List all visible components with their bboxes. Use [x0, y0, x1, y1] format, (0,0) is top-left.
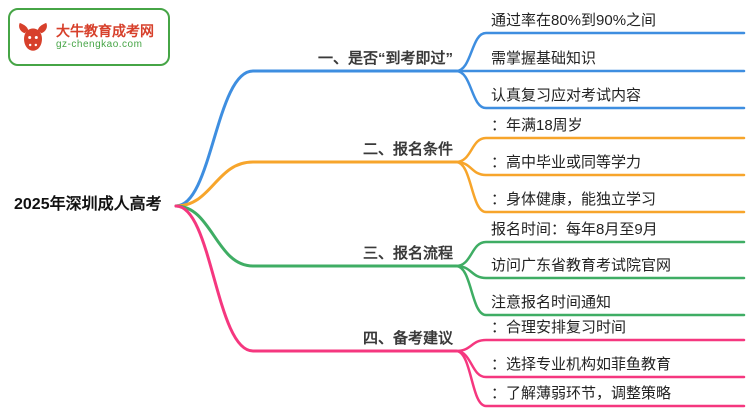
leaf-3-3-connector [454, 264, 746, 317]
leaf-2-2-label: ：高中毕业或同等学力 [491, 154, 642, 171]
leaf-4-1-connector [454, 338, 746, 353]
leaf-3-3-label: 注意报名时间通知 [491, 294, 612, 311]
leaf-3-2-label: 访问广东省教育考试院官网 [491, 257, 672, 274]
leaf-1-3-connector [454, 69, 746, 110]
leaf-2-3-connector [454, 160, 746, 214]
leaf-4-3-connector [454, 349, 746, 408]
bull-logo-icon [19, 22, 47, 51]
leaf-2-1-label: ：年满18周岁 [491, 117, 583, 134]
logo-title: 大牛教育成考网 [56, 23, 154, 40]
logo-domain: gz-chengkao.com [56, 39, 143, 51]
root-node: 2025年深圳成人高考 [14, 196, 162, 213]
logo-box: 大牛教育成考网 gz-chengkao.com [8, 8, 170, 66]
leaf-1-2-label: 需掌握基础知识 [491, 50, 597, 67]
leaf-4-2-label: ：选择专业机构如菲鱼教育 [491, 356, 672, 373]
leaf-4-3-label: ：了解薄弱环节，调整策略 [491, 385, 672, 402]
branch-3-label: 三、报名流程 [362, 245, 453, 262]
branch-1-label: 一、是否“到考即过” [317, 50, 453, 67]
branch-2-connector [174, 160, 458, 208]
branch-4-connector [174, 204, 458, 353]
leaf-2-3-label: ：身体健康，能独立学习 [491, 191, 657, 208]
leaf-1-1-label: 通过率在80%到90%之间 [491, 12, 657, 29]
leaf-1-1-connector [454, 31, 746, 73]
leaf-1-3-label: 认真复习应对考试内容 [491, 87, 642, 104]
logo-text: 大牛教育成考网 gz-chengkao.com [56, 23, 154, 51]
leaf-3-1-label: 报名时间：每年8月至9月 [491, 221, 658, 238]
branch-4-label: 四、备考建议 [362, 330, 453, 347]
leaf-4-1-label: ：合理安排复习时间 [491, 319, 627, 336]
branch-2-label: 二、报名条件 [362, 141, 453, 158]
branch-3-connector [174, 204, 458, 268]
branch-1-connector [174, 69, 458, 208]
